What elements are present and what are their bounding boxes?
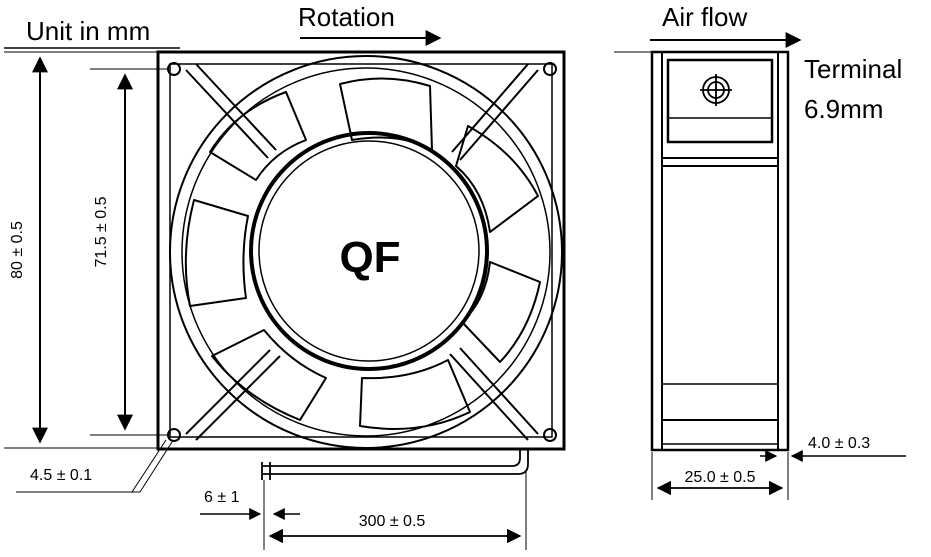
dim-outer-height-label: 80 ± 0.5	[9, 221, 26, 279]
dimension-flange: 4.0 ± 0.3	[760, 435, 906, 462]
fan-hub-inner	[258, 140, 480, 362]
fan-blades	[184, 77, 541, 430]
terminal-size-label: 6.9mm	[804, 94, 883, 124]
mounting-hole-top-right	[543, 62, 557, 76]
dimension-depth: 25.0 ± 0.5	[651, 452, 789, 500]
dim-lead-length-label: 300 ± 0.5	[359, 513, 426, 530]
dim-hole-spacing-label: 71.5 ± 0.5	[93, 196, 110, 267]
dimension-hole-diameter: 4.5 ± 0.1	[16, 439, 173, 493]
lead-wires	[261, 450, 529, 480]
brand-label: QF	[339, 233, 400, 282]
dimension-outer-height: 80 ± 0.5	[4, 51, 158, 449]
terminal-block	[666, 58, 774, 144]
fan-frame-outer	[156, 50, 566, 451]
fan-struts	[185, 63, 539, 441]
dim-hole-dia-label: 4.5 ± 0.1	[30, 467, 92, 484]
fan-venturi-inner	[181, 67, 551, 437]
dimension-lead-length: 300 ± 0.5	[263, 470, 527, 550]
rotation-label: Rotation	[298, 2, 395, 32]
terminal-screw-icon	[700, 74, 732, 106]
dim-depth-label: 25.0 ± 0.5	[684, 469, 755, 486]
dim-flange-label: 4.0 ± 0.3	[808, 435, 870, 452]
front-view: QF	[156, 50, 566, 480]
side-frame	[650, 50, 790, 452]
dimension-lead-strip: 6 ± 1	[200, 489, 300, 520]
dimension-hole-spacing: 71.5 ± 0.5	[90, 68, 168, 436]
side-view	[614, 50, 790, 452]
air-flow-label: Air flow	[662, 2, 747, 32]
fan-venturi-outer	[169, 55, 563, 449]
fan-hub-outer	[249, 131, 489, 371]
terminal-label: Terminal	[804, 54, 902, 84]
dim-lead-strip-label: 6 ± 1	[204, 489, 240, 506]
unit-label: Unit in mm	[26, 16, 150, 46]
mounting-hole-bottom-right	[543, 428, 557, 442]
